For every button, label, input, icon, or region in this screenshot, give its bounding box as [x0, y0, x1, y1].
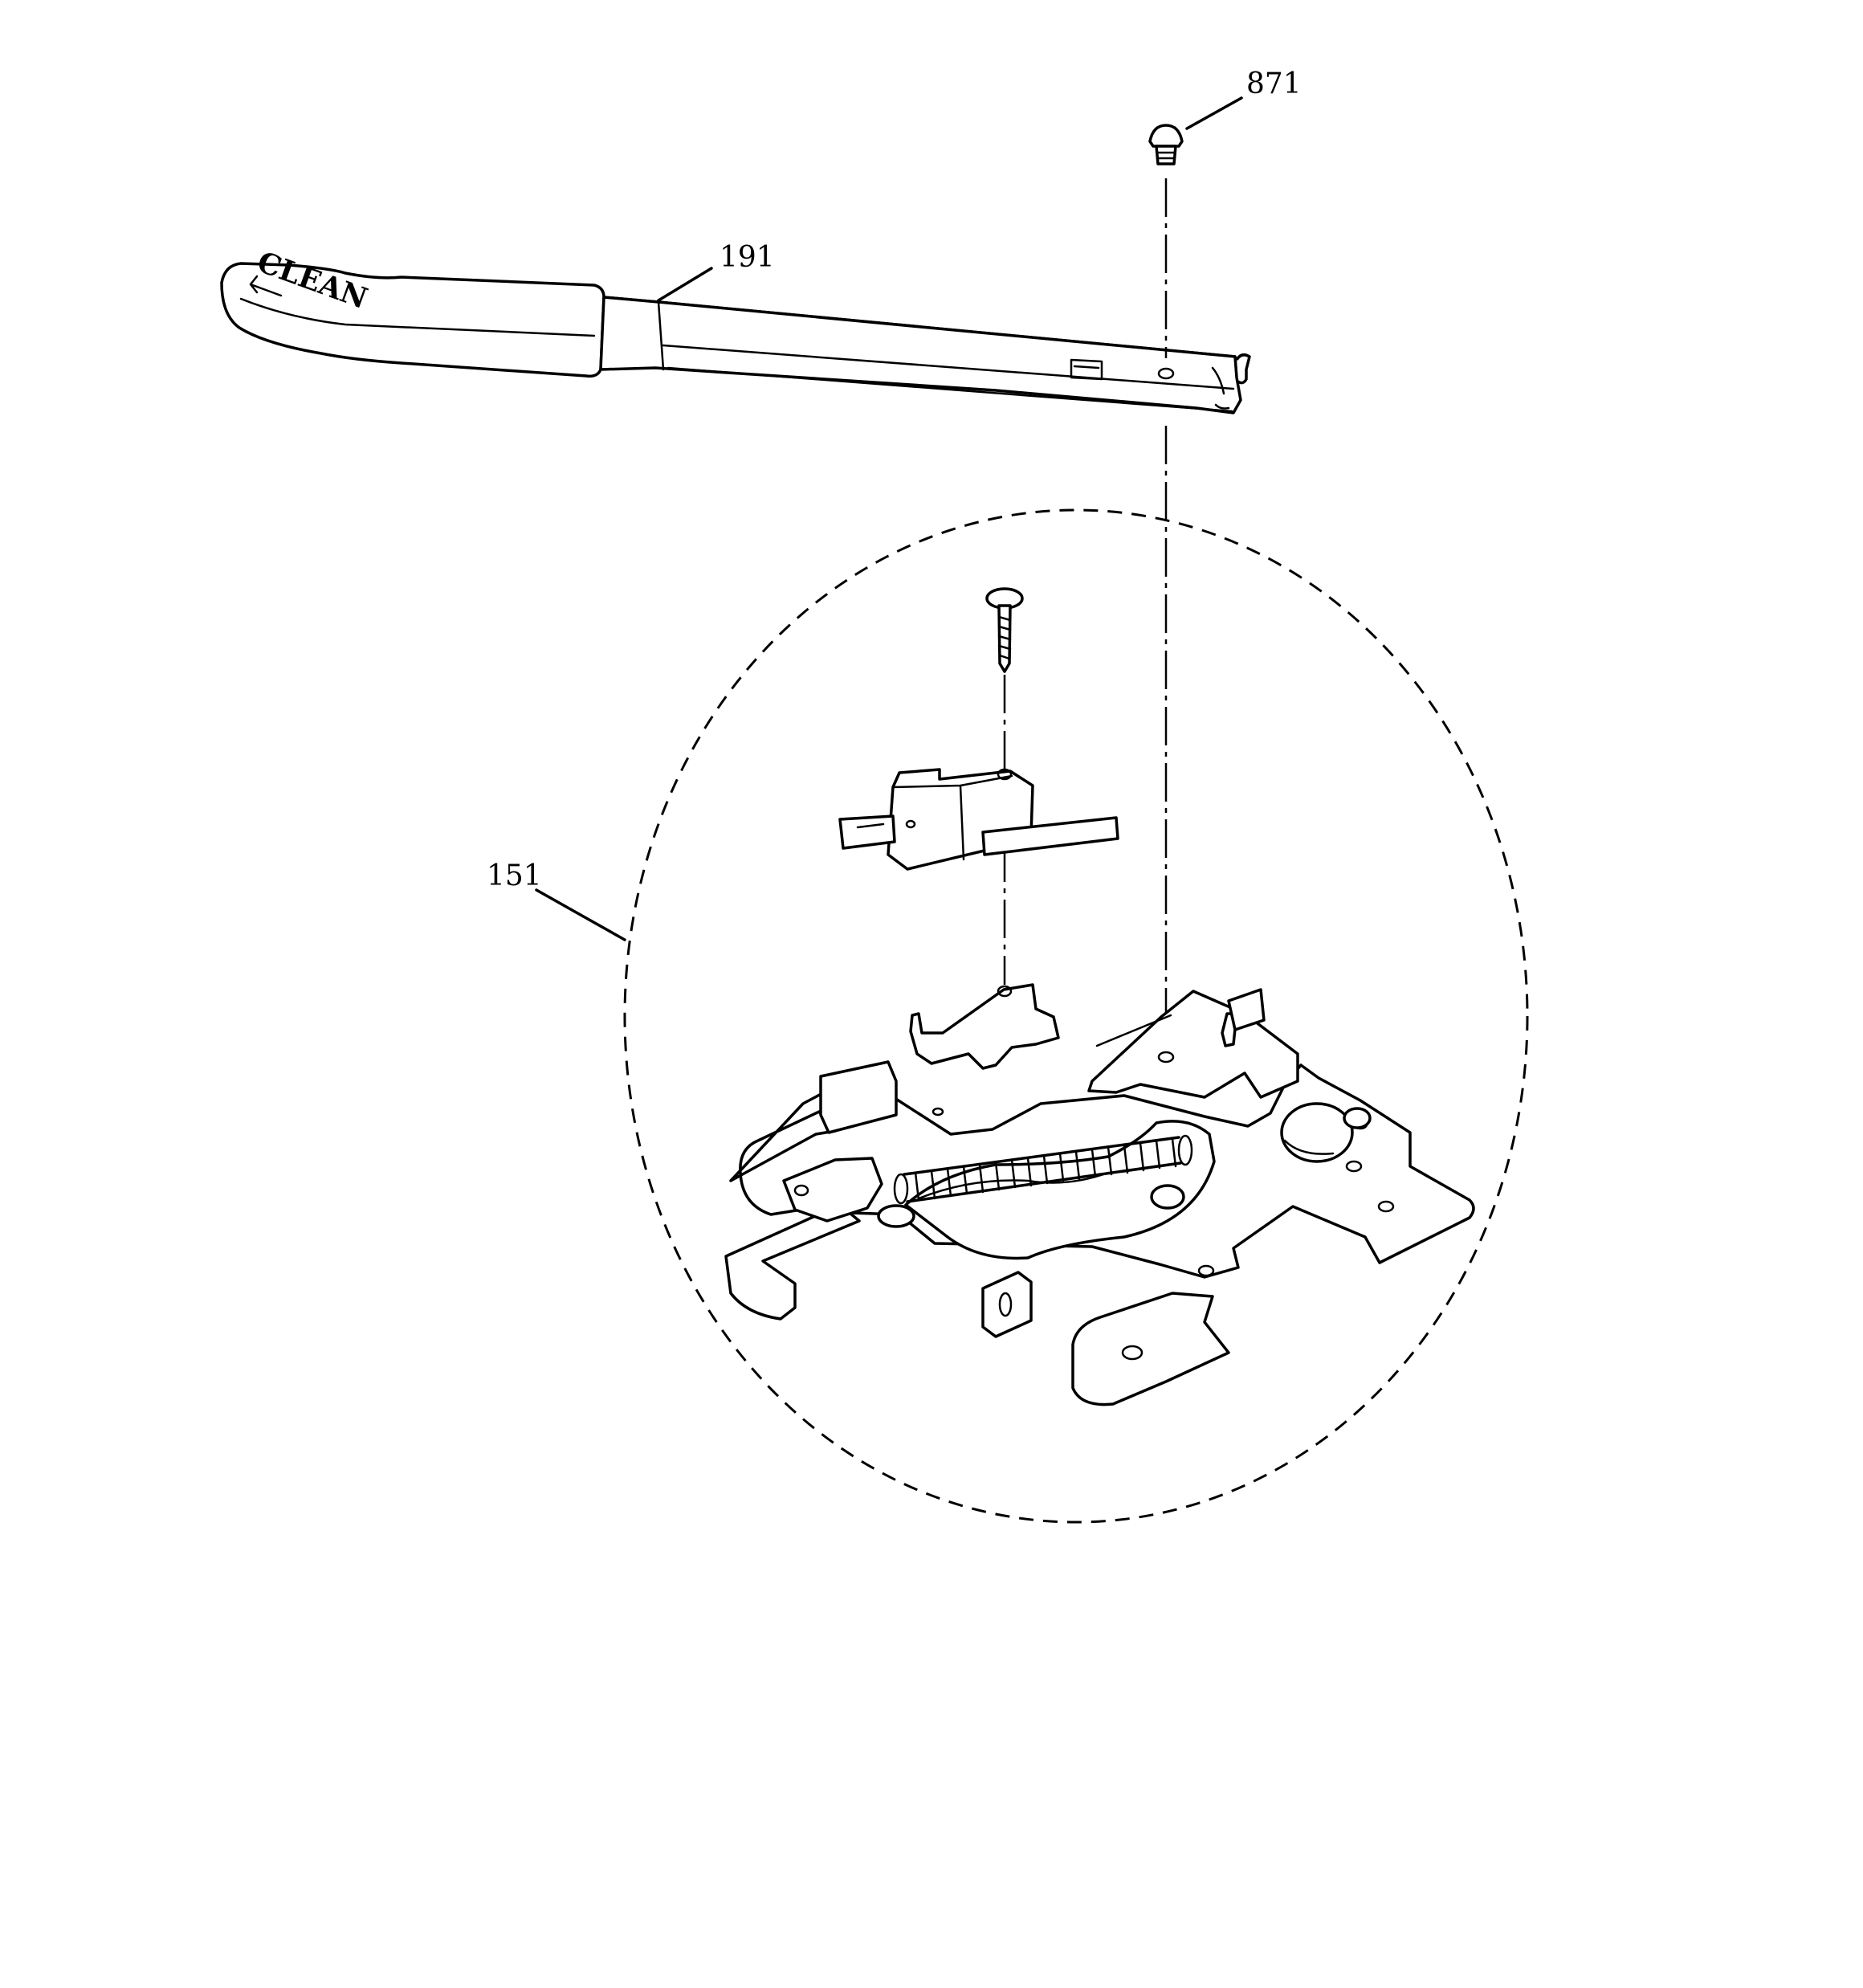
latch-base-assembly[interactable]	[724, 983, 1475, 1406]
callout-191: 191	[720, 241, 775, 274]
leader-151	[535, 888, 626, 941]
tension-spring	[893, 1134, 1193, 1205]
assembly-151-boundary	[623, 508, 1529, 1524]
switch-screw[interactable]	[985, 587, 1024, 673]
micro-switch[interactable]	[838, 768, 1119, 871]
callout-151: 151	[487, 859, 542, 892]
screw-871[interactable]	[1148, 124, 1184, 165]
arrow-icon	[249, 275, 283, 297]
leader-191	[657, 267, 713, 302]
lock-handle-191[interactable]	[220, 262, 1251, 414]
callout-871: 871	[1246, 67, 1302, 100]
leader-871	[1185, 96, 1243, 130]
